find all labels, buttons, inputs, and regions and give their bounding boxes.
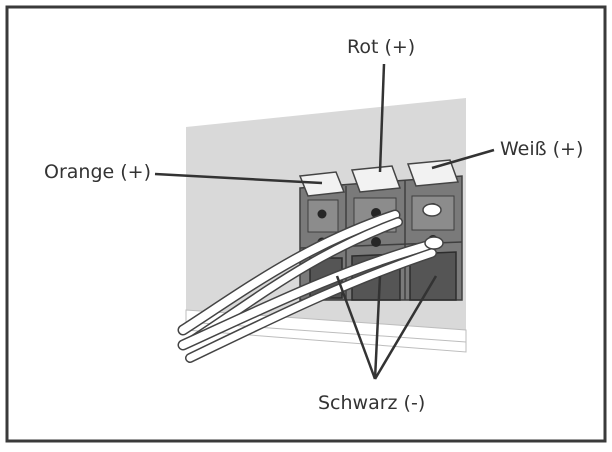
leader-weiss xyxy=(431,148,495,170)
tab-weiss xyxy=(406,159,460,187)
leader-schwarz-3 xyxy=(373,275,438,380)
leader-rot xyxy=(378,63,386,173)
label-schwarz: Schwarz (-) xyxy=(318,392,426,414)
leader-schwarz-1 xyxy=(335,275,377,380)
label-rot: Rot (+) xyxy=(347,36,416,58)
terminal-black-3 xyxy=(409,251,457,301)
tab-orange xyxy=(298,171,346,197)
label-orange: Orange (+) xyxy=(44,161,151,183)
plus-tabs xyxy=(298,159,460,197)
leader-lines xyxy=(154,63,495,380)
tab-rot xyxy=(350,165,402,193)
label-weiss: Weiß (+) xyxy=(500,138,584,160)
leader-orange xyxy=(154,172,323,185)
speaker-cables xyxy=(177,203,444,363)
leader-schwarz-2 xyxy=(373,275,382,380)
